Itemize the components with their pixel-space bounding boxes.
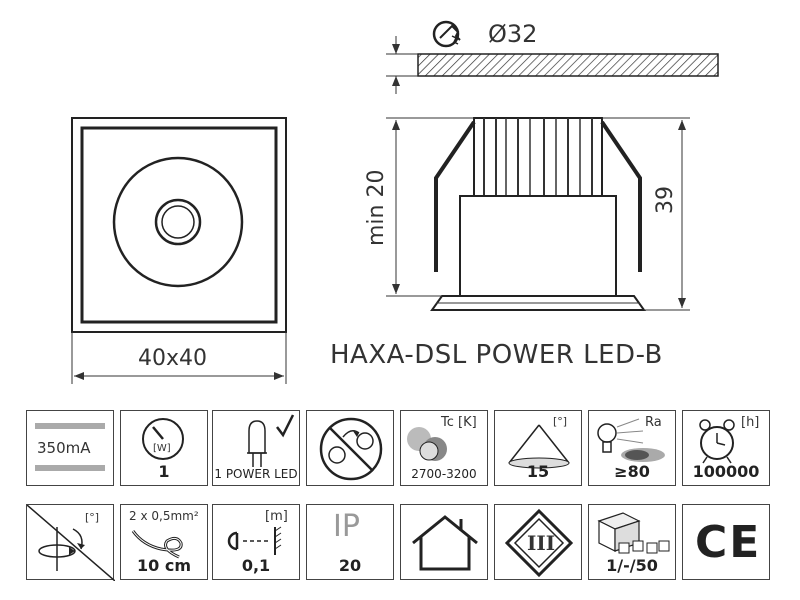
technical-drawing (71, 20, 719, 384)
checkmark-icon (276, 414, 295, 438)
packaging-boxes-icon (597, 512, 670, 554)
beam-angle-value: 15 (526, 462, 550, 481)
spec-current: 350mA (26, 410, 114, 486)
indoor-house-icon (412, 515, 478, 571)
color-temperature-value: 2700-3200 (411, 467, 477, 481)
ip-label: IP (333, 509, 360, 544)
spec-color-temperature: Tc [K] 2700-3200 (400, 410, 488, 486)
side-view (386, 20, 719, 311)
color-rendering-value: ≥80 (614, 462, 650, 481)
spec-color-rendering: Ra ≥80 (588, 410, 676, 486)
cable-unit: 2 x 0,5mm² (129, 509, 199, 523)
power-watt-icon (142, 418, 184, 460)
spec-packaging: 1/-/50 (588, 504, 676, 580)
cable-icon (131, 530, 183, 559)
front-view (71, 117, 287, 384)
lifetime-unit: [h] (741, 415, 760, 430)
distance-unit: [m] (265, 509, 288, 524)
lifetime-clock-icon (699, 419, 735, 464)
spec-led-count: 1 POWER LED (212, 410, 300, 486)
spec-indoor (400, 504, 488, 580)
color-temperature-icon (407, 427, 447, 461)
beam-angle-icon (508, 424, 570, 469)
product-name: HAXA-DSL POWER LED-B (330, 340, 663, 370)
beam-angle-unit: [°] (553, 415, 568, 428)
spec-power: [W] 1 (120, 410, 208, 486)
led-count-text: 1 POWER LED (214, 467, 298, 481)
cable-value: 10 cm (137, 556, 191, 575)
power-value: 1 (158, 462, 170, 481)
rotation-tilt-icon (27, 505, 115, 581)
height-label: 39 (653, 186, 678, 214)
rotation-unit: [°] (85, 511, 100, 524)
spec-bulb-replaceable (306, 410, 394, 486)
hole-diameter-label: Ø32 (488, 20, 538, 48)
spec-lifetime: [h] 100000 (682, 410, 770, 486)
class-iii-icon (504, 508, 574, 578)
spec-rotation: [°] (26, 504, 115, 581)
distance-icon (227, 526, 282, 555)
spec-beam-angle: [°] 15 (494, 410, 582, 486)
packaging-value: 1/-/50 (606, 556, 658, 575)
min-depth-label: min 20 (364, 169, 389, 246)
current-label: 350mA (37, 439, 91, 457)
spec-protection-class: III (494, 504, 582, 580)
ip-value: 20 (338, 556, 362, 575)
class-iii-label: III (527, 531, 556, 555)
color-rendering-unit: Ra (645, 415, 662, 430)
spec-distance: [m] 0,1 (212, 504, 300, 580)
spec-cable: 2 x 0,5mm² 10 cm (120, 504, 208, 580)
ce-mark-icon: CE (695, 517, 762, 568)
spec-ce-mark: CE (682, 504, 770, 580)
bulb-replaceable-icon (319, 417, 383, 481)
lifetime-value: 100000 (692, 462, 760, 481)
color-rendering-icon (597, 418, 665, 462)
spec-ip-rating: IP 20 (306, 504, 394, 580)
front-dimension-label: 40x40 (138, 346, 208, 371)
distance-value: 0,1 (241, 556, 271, 575)
hole-saw-icon (432, 20, 461, 48)
led-diode-icon (247, 420, 267, 467)
power-unit: [W] (153, 443, 171, 454)
color-temperature-unit: Tc [K] (441, 415, 477, 430)
